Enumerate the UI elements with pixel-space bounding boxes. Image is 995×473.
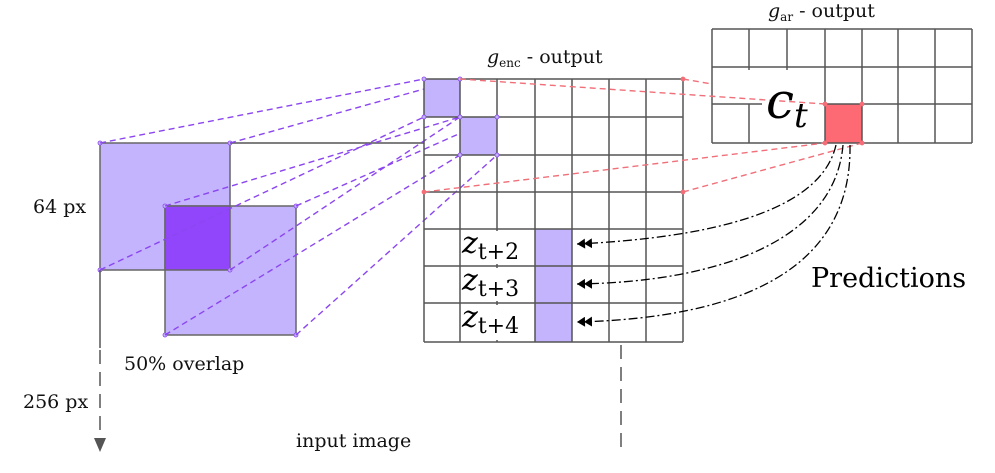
z-label-backgrounds [462, 231, 534, 340]
ar-title: gar - output [768, 0, 875, 24]
patch-overlap [164, 205, 231, 271]
z-label-t3: zt+3 [461, 263, 519, 302]
ar-label-background [762, 70, 822, 142]
z-label-t2: zt+2 [461, 226, 519, 265]
z-label-t4: zt+4 [461, 300, 519, 339]
overlap-label: 50% overlap [124, 353, 244, 375]
image-extent-lines [99, 142, 622, 450]
input-image-caption: input image [296, 430, 411, 452]
predictions-label: Predictions [811, 263, 966, 294]
context-label: ct [766, 72, 808, 136]
context-cell [825, 104, 862, 143]
prediction-arrows [576, 144, 851, 327]
encoder-title: genc - output [487, 46, 603, 70]
prediction-cell-1 [535, 229, 572, 266]
encoder-grid [421, 76, 684, 343]
input-patches [97, 140, 299, 338]
encoder-cell-highlight-2 [460, 117, 497, 155]
encoder-cell-highlight-1 [424, 79, 460, 117]
image-size-arrow-icon [94, 438, 106, 452]
prediction-cell-3 [535, 303, 572, 342]
context-links [423, 78, 863, 193]
patch-size-label: 64 px [33, 196, 86, 218]
ar-grid [421, 28, 973, 195]
image-size-label: 256 px [23, 391, 88, 413]
prediction-cell-2 [535, 266, 572, 303]
